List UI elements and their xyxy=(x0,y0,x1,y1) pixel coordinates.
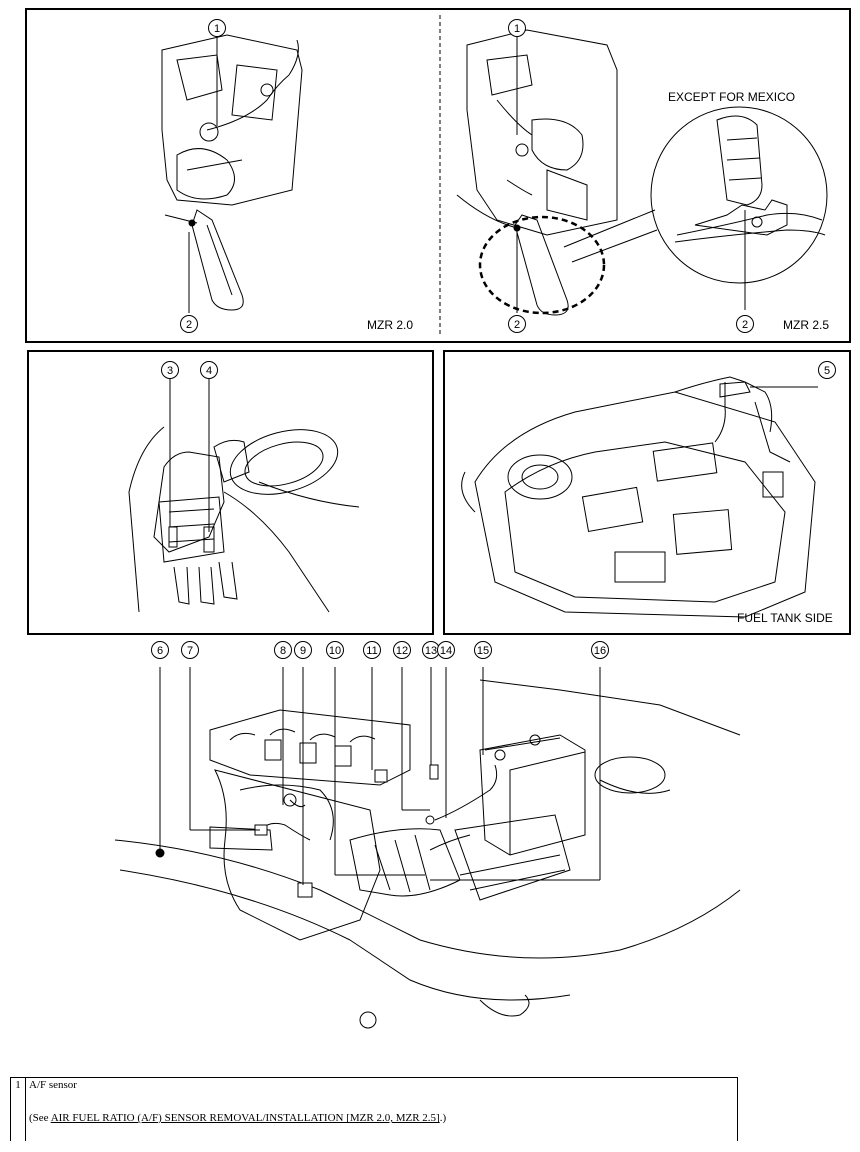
callout-2-left: 2 xyxy=(180,315,198,333)
callout-6: 6 xyxy=(151,641,169,659)
callout-5: 5 xyxy=(818,361,836,379)
sensor-location-panel-fuel-tank: 5 FUEL TANK SIDE xyxy=(443,350,851,635)
legend-ref-suffix: .) xyxy=(439,1112,447,1124)
sensor-location-panel-cabin: 3 4 xyxy=(27,350,434,635)
callout-12: 12 xyxy=(393,641,411,659)
fuel-tank-illustration xyxy=(461,376,818,618)
legend-ref-prefix: (See xyxy=(29,1112,51,1124)
callout-8: 8 xyxy=(274,641,292,659)
label-except-for-mexico: EXCEPT FOR MEXICO xyxy=(668,90,796,104)
legend-item-number: 1 xyxy=(11,1078,26,1141)
callout-11: 11 xyxy=(363,641,381,659)
callout-2-right: 2 xyxy=(508,315,526,333)
sensor-location-panel-top: 1 2 1 2 2 MZR 2.0 MZR 2.5 EXCEPT FOR MEX… xyxy=(25,8,851,343)
callout-2-inset: 2 xyxy=(736,315,754,333)
label-fuel-tank-side: FUEL TANK SIDE xyxy=(737,611,833,625)
callout-14: 14 xyxy=(437,641,455,659)
callout-15: 15 xyxy=(474,641,492,659)
callout-1-left: 1 xyxy=(208,19,226,37)
label-mzr-2-5: MZR 2.5 xyxy=(783,318,830,332)
label-mzr-2-0: MZR 2.0 xyxy=(367,318,414,332)
callout-3: 3 xyxy=(161,361,179,379)
af-sensor-removal-link[interactable]: AIR FUEL RATIO (A/F) SENSOR REMOVAL/INST… xyxy=(50,1112,440,1124)
engine-bay-illustration xyxy=(114,667,741,1029)
callout-7: 7 xyxy=(181,641,199,659)
callout-9: 9 xyxy=(294,641,312,659)
pedal-area-illustration xyxy=(128,379,360,613)
legend-item-reference: (See AIR FUEL RATIO (A/F) SENSOR REMOVAL… xyxy=(29,1111,446,1125)
parts-legend-table: 1 A/F sensor (See AIR FUEL RATIO (A/F) S… xyxy=(10,1077,738,1141)
callout-10: 10 xyxy=(326,641,344,659)
mzr-engine-illustrations xyxy=(161,15,828,335)
engine-bay-diagram: 6 7 8 9 10 11 12 13 14 15 16 xyxy=(100,640,760,1035)
callout-1-right: 1 xyxy=(508,19,526,37)
legend-item-name: A/F sensor xyxy=(29,1079,77,1091)
callout-16: 16 xyxy=(591,641,609,659)
callout-4: 4 xyxy=(200,361,218,379)
